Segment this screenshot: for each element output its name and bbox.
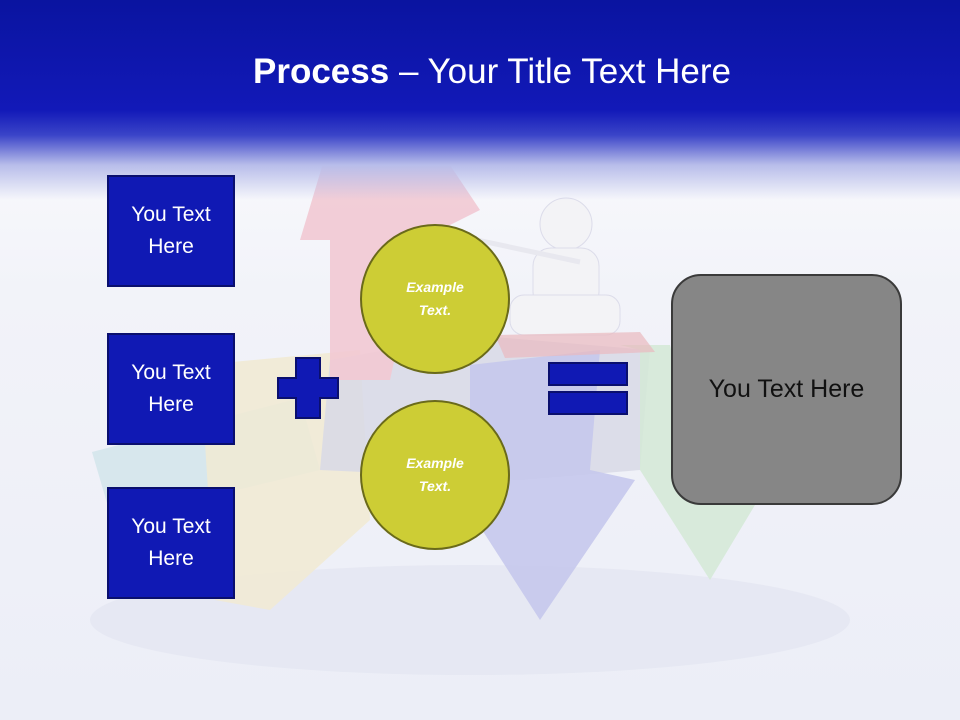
title-rest: – Your Title Text Here	[389, 52, 731, 91]
figure-illustration	[429, 197, 621, 336]
title-bold: Process	[253, 52, 390, 91]
example-circle-2[interactable]: Example Text.	[360, 400, 510, 550]
result-box[interactable]: You Text Here	[671, 274, 902, 505]
input-box-label: You Text Here	[131, 515, 211, 570]
input-box-1[interactable]: You Text Here	[107, 175, 235, 287]
input-box-label: You Text Here	[131, 361, 211, 416]
input-box-2[interactable]: You Text Here	[107, 333, 235, 445]
input-box-label: You Text Here	[131, 203, 211, 258]
example-circle-1[interactable]: Example Text.	[360, 224, 510, 374]
header-band	[0, 0, 960, 200]
input-box-3[interactable]: You Text Here	[107, 487, 235, 599]
circle-label: Example Text.	[406, 455, 464, 494]
page-title: Process – Your Title Text Here	[0, 52, 960, 92]
result-label: You Text Here	[708, 375, 865, 403]
circle-label: Example Text.	[406, 279, 464, 318]
